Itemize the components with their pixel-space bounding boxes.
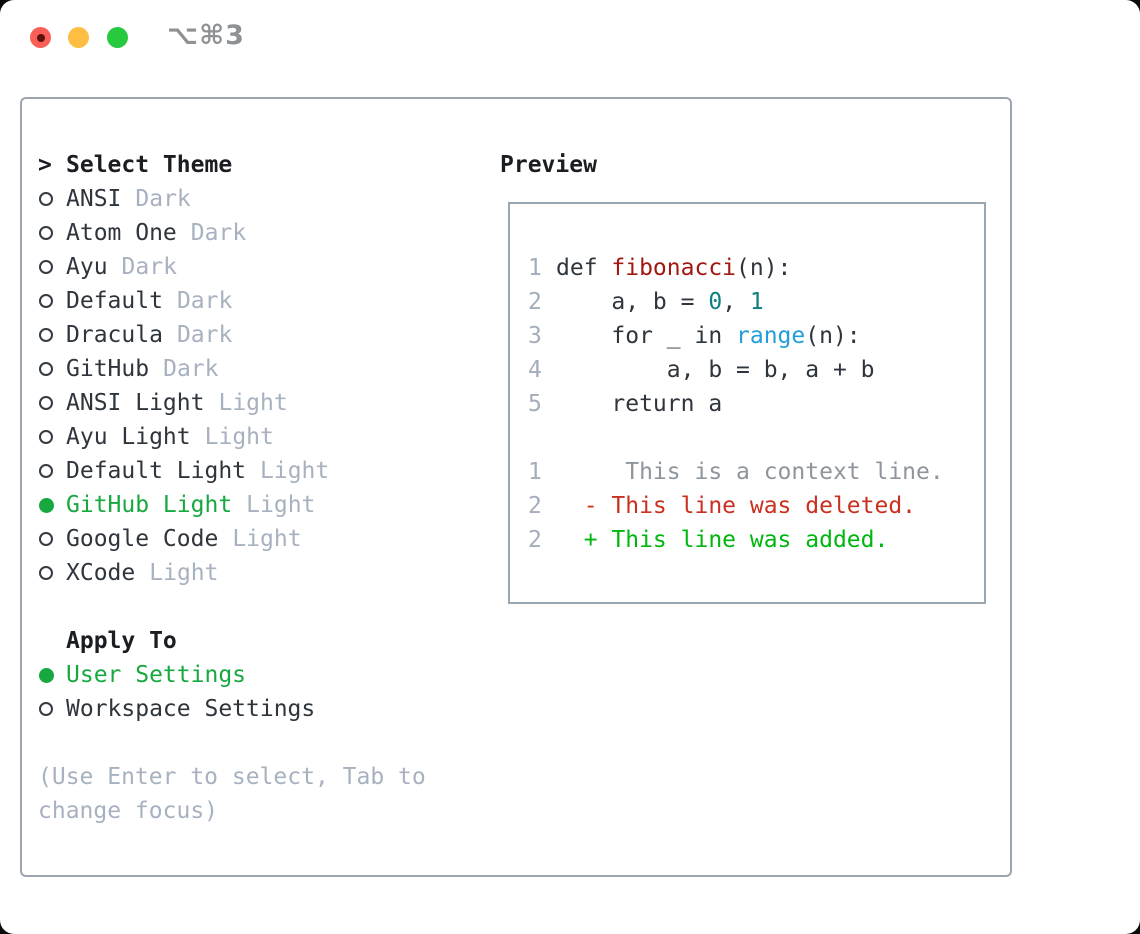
diff-added-line: 2 + This line was added. xyxy=(528,523,944,557)
line-number: 2 xyxy=(528,493,542,519)
radio-checked-icon xyxy=(38,667,66,683)
line-number: 1 xyxy=(528,255,542,281)
minimize-button[interactable] xyxy=(68,27,89,48)
line-number: 2 xyxy=(528,527,542,553)
radio-unchecked-icon xyxy=(38,260,66,274)
apply-to-title: Apply To xyxy=(66,628,177,654)
code-line: 4 a, b = b, a + b xyxy=(528,353,944,387)
radio-unchecked-icon xyxy=(38,702,66,716)
line-number: 2 xyxy=(528,289,542,315)
radio-unchecked-icon xyxy=(38,192,66,206)
window-title: ⌥⌘3 xyxy=(167,20,245,51)
theme-option-dracula-dark[interactable]: Dracula Dark xyxy=(38,318,488,352)
close-button[interactable] xyxy=(30,27,51,48)
apply-option-workspace-settings[interactable]: Workspace Settings xyxy=(38,692,488,726)
focus-caret-icon: > xyxy=(38,152,52,178)
theme-option-ansi-light[interactable]: ANSI Light Light xyxy=(38,386,488,420)
code-line: 5 return a xyxy=(528,387,944,421)
theme-option-google-code-light[interactable]: Google Code Light xyxy=(38,522,488,556)
diff-deleted-line: 2 - This line was deleted. xyxy=(528,489,944,523)
radio-unchecked-icon xyxy=(38,294,66,308)
zoom-button[interactable] xyxy=(107,27,128,48)
radio-unchecked-icon xyxy=(38,566,66,580)
radio-unchecked-icon xyxy=(38,226,66,240)
radio-checked-icon xyxy=(38,497,66,513)
line-number: 4 xyxy=(528,357,542,383)
radio-unchecked-icon xyxy=(38,430,66,444)
preview-title: Preview xyxy=(500,152,597,178)
theme-option-ansi-dark[interactable]: ANSI Dark xyxy=(38,182,488,216)
line-number: 1 xyxy=(528,459,542,485)
theme-list-title: Select Theme xyxy=(66,152,233,178)
theme-option-default-dark[interactable]: Default Dark xyxy=(38,284,488,318)
theme-list-header: > Select Theme xyxy=(38,148,488,182)
keyboard-hint: (Use Enter to select, Tab to change focu… xyxy=(38,764,426,824)
line-number: 5 xyxy=(528,391,542,417)
theme-option-github-light[interactable]: GitHub Light Light xyxy=(38,488,488,522)
theme-selector: > Select Theme ANSI Dark Atom One Dark A… xyxy=(38,148,488,828)
theme-option-ayu-light[interactable]: Ayu Light Light xyxy=(38,420,488,454)
radio-unchecked-icon xyxy=(38,464,66,478)
code-line-blank xyxy=(528,421,944,455)
theme-option-default-light[interactable]: Default Light Light xyxy=(38,454,488,488)
code-line: 2 a, b = 0, 1 xyxy=(528,285,944,319)
apply-to-header: Apply To xyxy=(38,624,488,658)
theme-option-xcode-light[interactable]: XCode Light xyxy=(38,556,488,590)
radio-unchecked-icon xyxy=(38,328,66,342)
preview-pane xyxy=(508,202,986,604)
radio-unchecked-icon xyxy=(38,532,66,546)
apply-option-user-settings[interactable]: User Settings xyxy=(38,658,488,692)
theme-option-atom-one-dark[interactable]: Atom One Dark xyxy=(38,216,488,250)
code-line: 3 for _ in range(n): xyxy=(528,319,944,353)
theme-option-github-dark[interactable]: GitHub Dark xyxy=(38,352,488,386)
theme-option-ayu-dark[interactable]: Ayu Dark xyxy=(38,250,488,284)
line-number: 3 xyxy=(528,323,542,349)
diff-context-line: 1 This is a context line. xyxy=(528,455,944,489)
radio-unchecked-icon xyxy=(38,396,66,410)
radio-unchecked-icon xyxy=(38,362,66,376)
